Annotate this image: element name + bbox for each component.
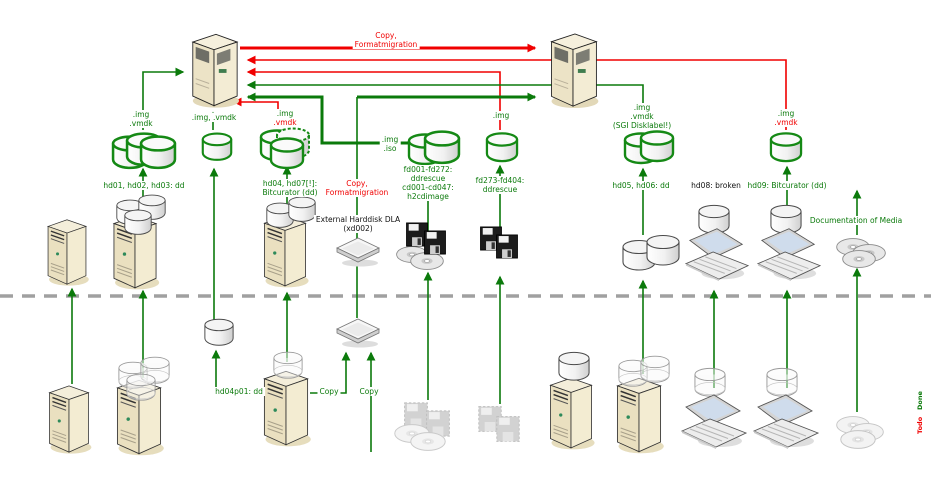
harddisk-hd09 (770, 204, 802, 234)
label-hd04: hd04, hd07[!]: Bitcurator (dd) (260, 179, 320, 197)
disk-image-hd09 (769, 132, 803, 163)
cd-media-2 (410, 252, 444, 270)
laptop-hd09-before (753, 394, 819, 450)
workstation-1 (47, 219, 90, 287)
label-hd05: hd05, hd06: dd (610, 181, 672, 190)
workstation-hd04-before (263, 370, 312, 448)
label-hd09: hd09: Bitcurator (dd) (745, 181, 829, 190)
label-fd001: fd001-fd272: ddrescue cd001-cd047: h2cdi… (400, 165, 456, 201)
removed-disk-hd09 (766, 367, 798, 397)
disk-on-workstation-3 (558, 351, 590, 381)
label-copy-right: Copy (357, 387, 381, 396)
removed-disk-hd03 (126, 373, 156, 401)
machines-before (48, 318, 884, 457)
disk-image-fd273 (485, 132, 519, 163)
server-left (192, 33, 240, 109)
label-img-hd04: .img .vmdk (271, 109, 299, 127)
label-hd01: hd01, hd02, hd03: dd (101, 181, 187, 190)
workstation-3-before (549, 377, 596, 451)
arrow-hd09-to-server-red (246, 55, 787, 130)
harddisk-hd07 (288, 196, 316, 222)
discarded-media-fd273 (478, 406, 520, 442)
discarded-media-doc (836, 416, 884, 449)
disk-image-hd03 (139, 135, 177, 170)
label-fd273: fd273-fd404: ddrescue (473, 176, 527, 194)
label-img-iso: .img .iso (379, 135, 401, 153)
removed-disk-hd08 (694, 367, 726, 397)
doc-cd-3 (842, 250, 876, 268)
floppy-media-2 (424, 230, 446, 255)
label-copy-formatmigration-mid: Copy, Formatmigration (323, 179, 391, 197)
removed-disk-hd04 (273, 351, 303, 379)
server-right (551, 33, 599, 109)
discarded-media-fd001 (394, 402, 450, 451)
label-hd08: hd08: broken (689, 181, 743, 190)
label-img-server: .img, .vmdk (189, 113, 239, 122)
workstation-hd05-before (616, 377, 665, 455)
label-img-hd01: .img .vmdk (127, 110, 155, 128)
label-copy-formatmigration-top: Copy, Formatmigration (352, 31, 420, 49)
legend-todo: Todo (916, 416, 924, 434)
harddisk-hd06 (646, 234, 680, 266)
label-img-fd273: .img (490, 111, 512, 120)
label-hd04p01: hd04p01: dd (213, 387, 265, 396)
external-harddisk-before (336, 318, 380, 349)
label-documentation: Documentation of Media (807, 216, 905, 225)
label-img-hd09: .img .vmdk (772, 109, 800, 127)
external-harddisk-after (336, 237, 380, 268)
label-img-hd05-sgi: .img .vmdk (SGI Disklabel!) (610, 103, 674, 130)
disk-image-cd001 (423, 130, 461, 165)
removed-disk-hd06 (640, 355, 670, 383)
disk-image-server-store (201, 132, 233, 161)
laptop-hd08-before (681, 394, 747, 450)
harddisk-hd08 (698, 204, 730, 234)
laptop-hd09 (757, 228, 821, 282)
disk-image-hd04b (269, 137, 305, 170)
disk-image-hd06 (639, 130, 675, 163)
laptop-hd08 (685, 228, 749, 282)
label-external-harddisk: External Harddisk DLA (xd002) (313, 215, 403, 233)
arrow-fd001-to-server-green (246, 92, 412, 145)
floppy-media-4 (496, 234, 518, 259)
label-copy-left: Copy (317, 387, 341, 396)
external-disk-hd04p01 (204, 318, 234, 346)
workstation-1-before (48, 385, 93, 455)
legend-done: Done (916, 391, 924, 410)
arrow-fd273-to-server-red (246, 67, 501, 130)
harddisk-hd03 (124, 209, 152, 235)
